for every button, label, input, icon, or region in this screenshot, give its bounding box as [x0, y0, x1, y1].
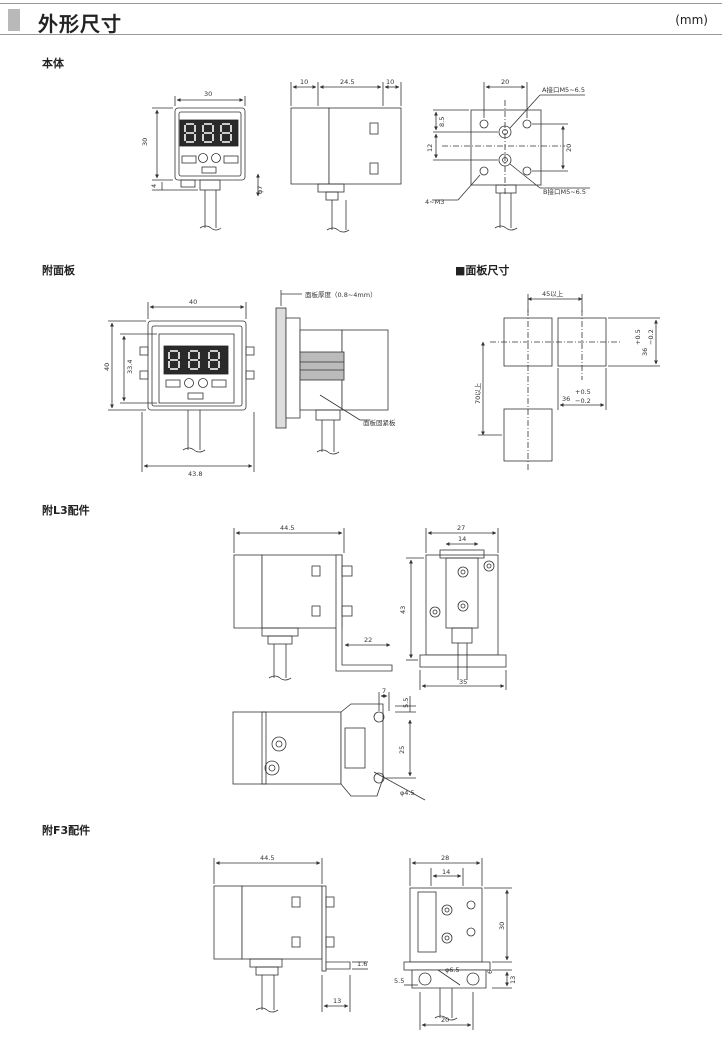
- dim-body-front-4: 4: [150, 184, 158, 188]
- label-port-a: A接口M5~6.5: [542, 85, 585, 94]
- dim-panel-w438: 43.8: [188, 470, 202, 478]
- header-accent-bar: [8, 9, 20, 31]
- dim-body-front-phi: φ7: [256, 186, 264, 194]
- dim-panel-w40: 40: [189, 298, 197, 306]
- dim-l3-d7: 7: [382, 687, 386, 695]
- label-port-b: B接口M5~6.5: [543, 187, 586, 196]
- dim-l3-w445: 44.5: [280, 524, 294, 532]
- page-title: 外形尺寸: [38, 12, 122, 36]
- dim-body-back-85: 8.5: [438, 117, 446, 127]
- dim-panel-h40: 40: [103, 363, 111, 371]
- dim-body-front-w: 30: [204, 90, 212, 98]
- l3-front-view: [406, 528, 507, 690]
- label-panel-fixing: 面板固紧板: [363, 418, 396, 427]
- header: 外形尺寸 (mm): [0, 0, 722, 36]
- unit-label: (mm): [675, 13, 708, 27]
- dim-f3-h30: 30: [498, 922, 506, 930]
- section-f3-title: 附F3配件: [42, 824, 91, 837]
- tol-cutout-h-minus: −0.2: [575, 397, 591, 405]
- dim-l3-phi45: φ4.5: [400, 789, 415, 797]
- l3-top-view: [232, 692, 426, 801]
- f3-front-view: [403, 858, 512, 1030]
- dim-body-back-20: 20: [501, 78, 509, 86]
- panel-side-view: [275, 290, 389, 455]
- dim-l3-w14: 14: [458, 535, 466, 543]
- dim-f3-d16: 1.6: [357, 960, 367, 968]
- dim-panel-h334: 33.4: [126, 360, 134, 374]
- dim-l3-d25: 25: [398, 746, 406, 754]
- body-front-view: [152, 96, 260, 231]
- panel-cutout-view: [478, 294, 660, 470]
- dim-cutout-36h: 36: [562, 395, 570, 403]
- dim-l3-h43: 43: [399, 606, 407, 614]
- dim-body-side-10a: 10: [300, 78, 308, 86]
- header-top-rule: [0, 3, 722, 4]
- dim-f3-w20: 20: [441, 1016, 449, 1024]
- l3-side-view: [233, 528, 393, 681]
- dim-l3-w27: 27: [457, 524, 465, 532]
- dim-body-back-12: 12: [426, 144, 434, 152]
- body-back-view: [432, 82, 590, 231]
- section-l3-title: 附L3配件: [42, 504, 90, 517]
- dim-f3-phi: φ6.5: [445, 966, 460, 974]
- dim-f3-w14: 14: [442, 868, 450, 876]
- tol-cutout-v-minus: −0.2: [647, 329, 655, 345]
- label-screw: 4~M3: [425, 198, 444, 206]
- dim-body-side-10b: 10: [386, 78, 394, 86]
- dim-body-front-h: 30: [141, 138, 149, 146]
- dim-f3-d13r: 13: [509, 976, 517, 984]
- dim-cutout-70: 70以上: [473, 382, 482, 404]
- label-panel-thickness: 面板厚度（0.8~4mm）: [305, 290, 377, 299]
- dim-cutout-45: 45以上: [542, 289, 564, 298]
- dim-f3-w445: 44.5: [260, 854, 274, 862]
- tol-cutout-v-plus: +0.5: [634, 329, 642, 345]
- section-panel-title: 附面板: [42, 264, 75, 277]
- section-body-title: 本体: [42, 57, 64, 70]
- dim-l3-w35: 35: [459, 678, 467, 686]
- dim-body-back-20v: 20: [565, 144, 573, 152]
- panel-front-view: [108, 302, 255, 472]
- dim-f3-w28: 28: [441, 854, 449, 862]
- dim-l3-d22: 22: [364, 636, 372, 644]
- dim-body-side-245: 24.5: [340, 78, 354, 86]
- dim-f3-d55: 5.5: [394, 977, 404, 985]
- f3-side-view: [213, 858, 368, 1013]
- section-panel-cutout-title: ■面板尺寸: [455, 264, 510, 277]
- header-bottom-rule: [0, 34, 722, 35]
- dim-f3-d6: 6: [486, 970, 494, 974]
- dim-l3-d55: 5.5: [402, 698, 410, 708]
- tol-cutout-h-plus: +0.5: [575, 388, 591, 396]
- body-side-view: [290, 82, 402, 233]
- dim-cutout-36v: 36: [641, 348, 649, 356]
- dim-f3-d13: 13: [333, 997, 341, 1005]
